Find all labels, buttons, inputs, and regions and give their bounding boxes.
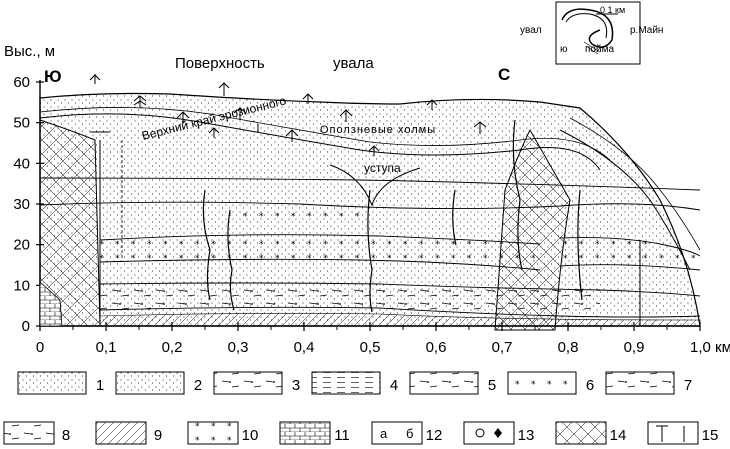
x-tick-label: 0,2 bbox=[162, 339, 183, 356]
legend-item-5: 5 bbox=[409, 371, 496, 395]
x-tick-label: 0,4 bbox=[294, 339, 315, 356]
label-north: С bbox=[498, 65, 510, 84]
legend-swatch bbox=[213, 371, 283, 395]
legend-swatch bbox=[507, 371, 577, 395]
legend-12-a: а bbox=[380, 426, 388, 441]
legend-number: 1 bbox=[96, 377, 104, 394]
legend-item-1: 1 bbox=[17, 371, 104, 395]
x-tick-label: 1,0 км bbox=[690, 339, 730, 356]
label-south: Ю bbox=[44, 67, 62, 86]
legend-item-10: 10 bbox=[187, 421, 259, 445]
inset-map: 0 1 км увал р.Майн ю пойма bbox=[520, 1, 663, 65]
legend-swatch bbox=[17, 371, 87, 395]
legend-item-15: 15 bbox=[647, 421, 719, 445]
legend-number: 12 bbox=[426, 427, 443, 444]
legend-number: 8 bbox=[62, 427, 70, 444]
legend-item-12: 12 а б bbox=[371, 421, 443, 445]
y-tick-label: 60 bbox=[13, 74, 30, 91]
legend-number: 4 bbox=[390, 377, 398, 394]
legend-number: 2 bbox=[194, 377, 202, 394]
legend-swatch bbox=[279, 421, 331, 445]
legend-number: 7 bbox=[684, 377, 692, 394]
legend-swatch bbox=[463, 421, 515, 445]
legend-swatch bbox=[555, 421, 607, 445]
x-tick-label: 0,5 bbox=[360, 339, 381, 356]
label-landslide-hills: Оползневые холмы bbox=[320, 124, 436, 136]
x-tick-label: 0,7 bbox=[492, 339, 513, 356]
inset-south: ю bbox=[560, 44, 568, 55]
legend-item-3: 3 bbox=[213, 371, 300, 395]
legend-number: 6 bbox=[586, 377, 594, 394]
y-tick-label: 50 bbox=[13, 115, 30, 132]
legend-swatch bbox=[187, 421, 239, 445]
legend-swatch bbox=[647, 421, 699, 445]
legend-item-8: 8 bbox=[3, 421, 70, 445]
legend-12-b: б bbox=[406, 426, 413, 441]
legend-number: 10 bbox=[242, 427, 259, 444]
legend-number: 13 bbox=[518, 427, 535, 444]
legend-item-4: 4 bbox=[311, 371, 398, 395]
y-tick-label: 10 bbox=[13, 277, 30, 294]
x-tick-label: 0,1 bbox=[96, 339, 117, 356]
x-tick-label: 0,8 bbox=[558, 339, 579, 356]
x-tick-label: 0,9 bbox=[624, 339, 645, 356]
legend-swatch bbox=[371, 421, 423, 445]
label-surface-2: увала bbox=[333, 55, 374, 72]
legend-15-wells bbox=[656, 425, 685, 442]
legend-13-circle bbox=[475, 428, 485, 438]
legend-swatch bbox=[95, 421, 147, 445]
legend-item-7: 7 bbox=[605, 371, 692, 395]
label-surface-1: Поверхность bbox=[175, 55, 265, 72]
inset-uval: увал bbox=[520, 25, 542, 36]
cross-section bbox=[39, 92, 701, 331]
legend-swatch bbox=[311, 371, 381, 395]
legend-number: 11 bbox=[334, 427, 350, 444]
x-tick-label: 0,6 bbox=[426, 339, 447, 356]
inset-scale: 0 1 км bbox=[600, 5, 625, 15]
legend-number: 5 bbox=[488, 377, 496, 394]
y-axis-title: Выс., м bbox=[4, 43, 55, 60]
x-tick-label: 0,3 bbox=[228, 339, 249, 356]
y-tick-label: 0 bbox=[22, 318, 30, 335]
legend-item-9: 9 bbox=[95, 421, 162, 445]
legend-item-14: 14 bbox=[555, 421, 627, 445]
legend-item-2: 2 bbox=[115, 371, 202, 395]
y-tick-label: 30 bbox=[13, 196, 30, 213]
legend-swatch bbox=[409, 371, 479, 395]
y-tick-label: 40 bbox=[13, 155, 30, 172]
legend-item-6: 6 bbox=[507, 371, 594, 395]
label-scarp-2: уступа bbox=[364, 161, 401, 175]
legend-swatch bbox=[3, 421, 55, 445]
vegetation bbox=[89, 74, 487, 156]
legend-swatch bbox=[605, 371, 675, 395]
x-axis: 0 0,1 0,2 0,3 0,4 0,5 0,6 0,7 0,8 0,9 1,0 км bbox=[36, 322, 730, 356]
legend-number: 14 bbox=[610, 427, 627, 444]
inset-floodplain: пойма bbox=[585, 44, 614, 55]
legend-item-11: 11 bbox=[279, 421, 350, 445]
x-tick-label: 0 bbox=[36, 339, 44, 356]
legend-swatch bbox=[115, 371, 185, 395]
inset-river: р.Майн bbox=[630, 25, 663, 36]
legend-number: 3 bbox=[292, 377, 300, 394]
legend-number: 9 bbox=[154, 427, 162, 444]
y-tick-label: 20 bbox=[13, 237, 30, 254]
legend-item-13: 13 bbox=[463, 421, 535, 445]
legend-number: 15 bbox=[702, 427, 719, 444]
legend-13-diamond bbox=[494, 428, 502, 438]
